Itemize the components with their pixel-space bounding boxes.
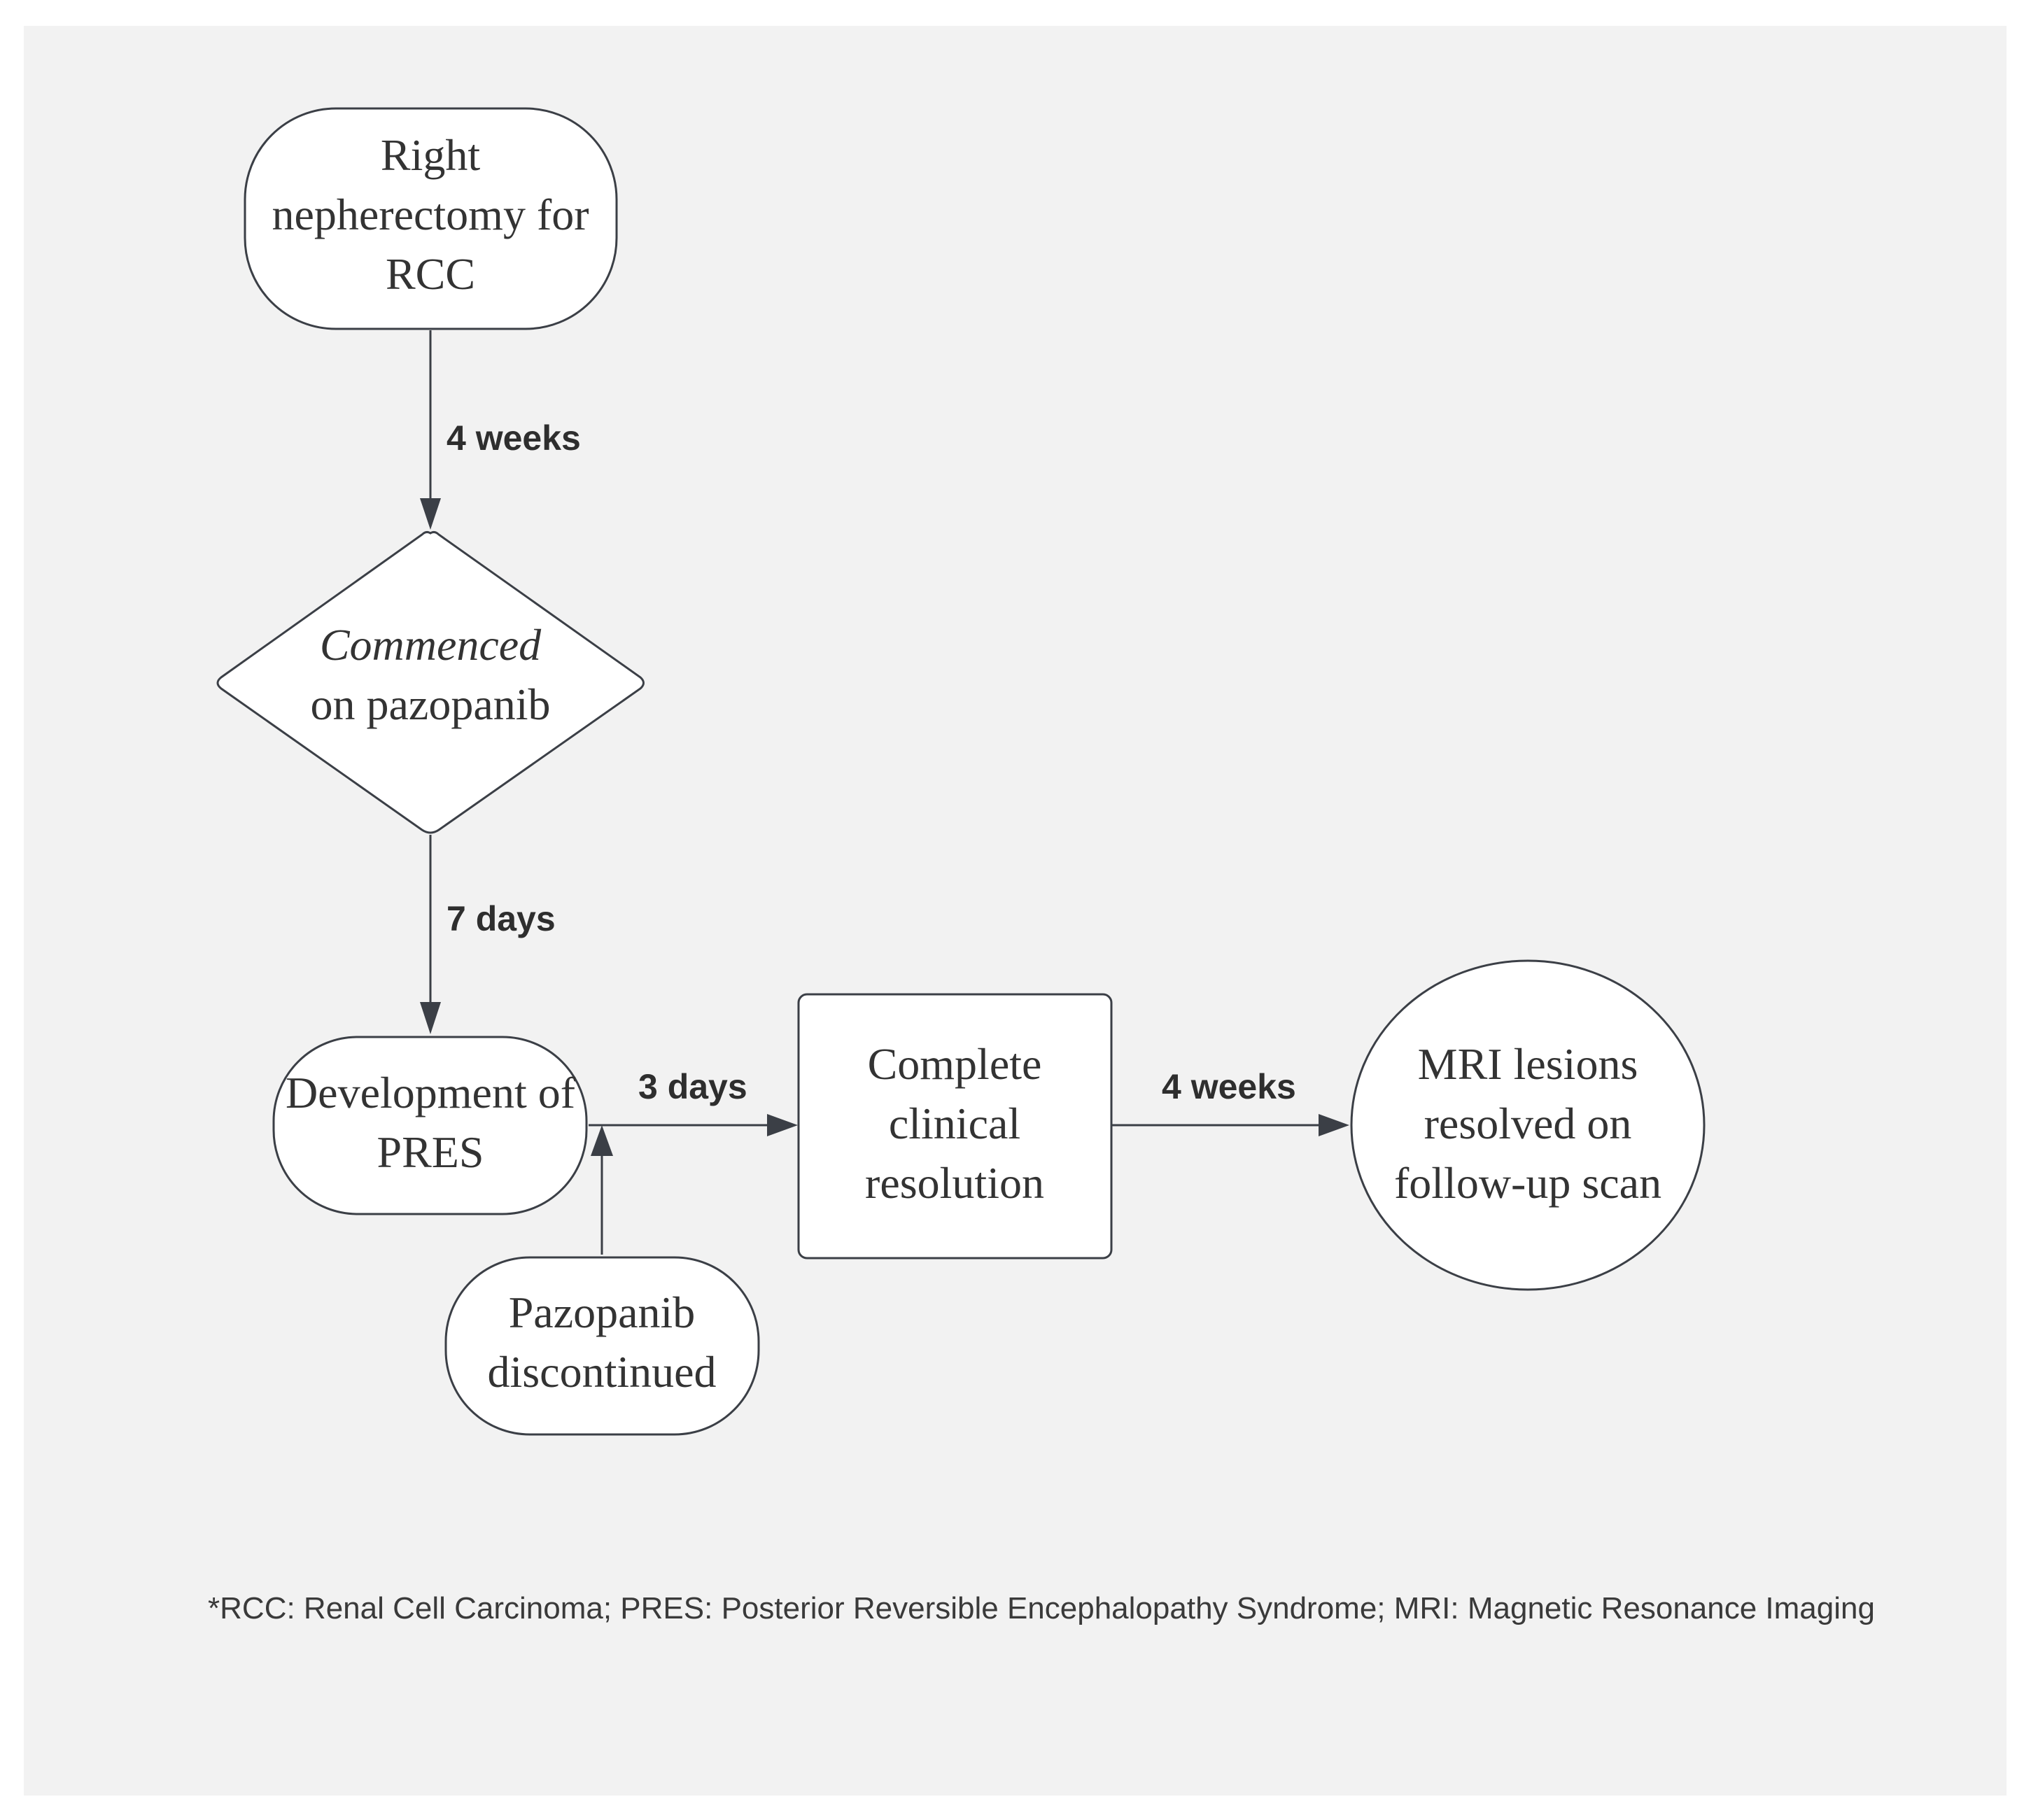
node-mri-line-1: MRI lesions xyxy=(1418,1039,1638,1089)
node-nephrectomy: Right nepherectomy for RCC xyxy=(244,107,618,330)
commenced-italic: Commenced xyxy=(320,620,542,670)
edge-label-7-days: 7 days xyxy=(447,899,556,938)
node-pres: Development of PRES xyxy=(272,1036,588,1215)
footnote: *RCC: Renal Cell Carcinoma; PRES: Poster… xyxy=(208,1591,1875,1625)
node-nephrectomy-line-3: RCC xyxy=(386,249,475,299)
node-nephrectomy-line-2: nepherectomy for xyxy=(272,190,589,239)
node-pazopanib-line-2: on pazopanib xyxy=(311,679,551,729)
node-pazopanib-line-1: Commenced xyxy=(320,620,542,670)
arrowhead-up-1 xyxy=(591,1125,613,1156)
arrowhead-right-2 xyxy=(1319,1114,1349,1136)
node-pres-line-1: Development of xyxy=(286,1068,576,1117)
node-discontinued-line-1: Pazopanib xyxy=(509,1288,696,1337)
node-resolution-line-1: Complete xyxy=(868,1039,1042,1089)
edge-label-3-days: 3 days xyxy=(638,1067,747,1106)
node-mri-line-2: resolved on xyxy=(1424,1099,1632,1148)
node-resolution-line-3: resolution xyxy=(865,1158,1044,1208)
node-pazopanib-start: Commenced on pazopanib xyxy=(216,530,645,834)
arrowhead-down-2 xyxy=(420,1002,441,1034)
edge-label-4-weeks-2: 4 weeks xyxy=(1162,1067,1296,1106)
node-mri: MRI lesions resolved on follow-up scan xyxy=(1350,959,1706,1291)
node-discontinued-line-2: discontinued xyxy=(487,1347,716,1397)
node-nephrectomy-line-1: Right xyxy=(381,130,480,180)
node-mri-line-3: follow-up scan xyxy=(1394,1158,1661,1208)
node-discontinued: Pazopanib discontinued xyxy=(444,1256,760,1436)
edge-label-4-weeks-1: 4 weeks xyxy=(447,418,581,458)
arrowhead-down-1 xyxy=(420,498,441,530)
node-resolution: Complete clinical resolution xyxy=(797,993,1113,1260)
node-resolution-line-2: clinical xyxy=(889,1099,1020,1148)
node-pres-line-2: PRES xyxy=(377,1127,484,1177)
arrowhead-right-1 xyxy=(767,1114,798,1136)
